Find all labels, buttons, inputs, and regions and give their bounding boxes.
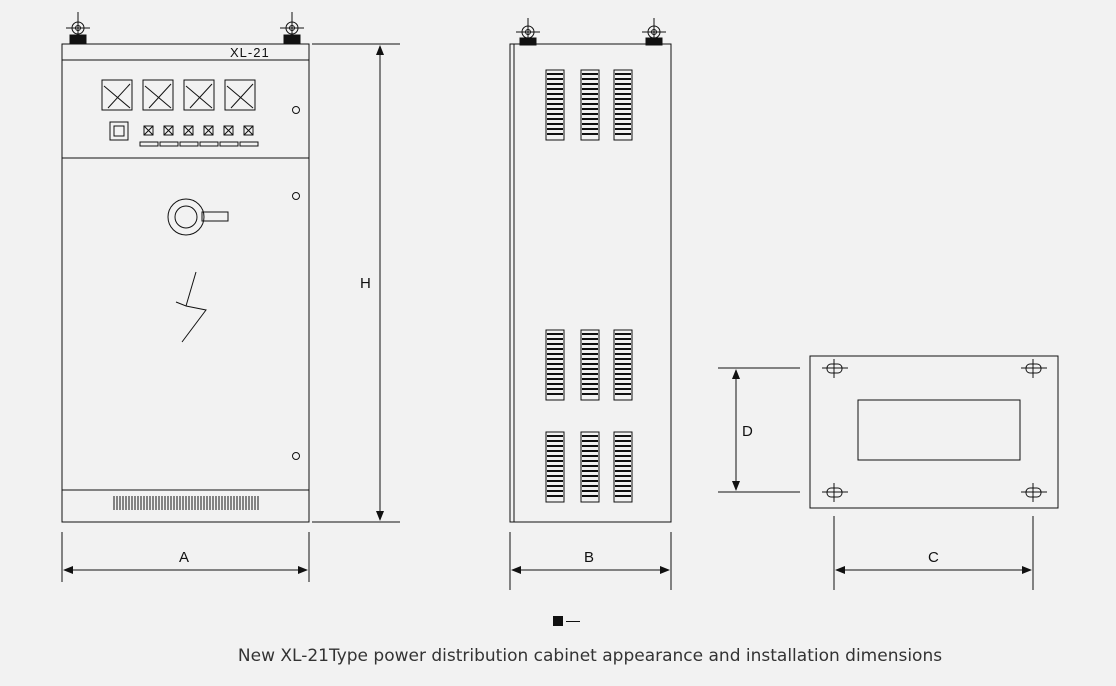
lifting-eye-left xyxy=(66,12,90,44)
lifting-eye-right xyxy=(280,12,304,44)
plan-view xyxy=(718,355,1059,590)
plan-outline xyxy=(809,355,1059,509)
dimension-label-d: D xyxy=(742,423,753,440)
model-label: XL-21 xyxy=(230,45,270,60)
side-lifting-eye-right xyxy=(642,18,666,46)
main-switch-handle xyxy=(167,198,229,236)
dimension-label-h: H xyxy=(360,275,371,292)
side-louvers-middle xyxy=(545,329,633,401)
dimension-b xyxy=(509,532,672,590)
dimension-d xyxy=(718,367,800,493)
side-lifting-eye-left xyxy=(516,18,540,46)
side-cabinet-outline xyxy=(509,43,672,523)
mount-hole-tr xyxy=(1021,359,1047,378)
mount-hole-br xyxy=(1021,483,1047,502)
dimension-c xyxy=(833,516,1034,590)
side-view xyxy=(509,18,672,590)
front-view xyxy=(61,12,400,582)
bottom-vent xyxy=(113,496,259,510)
dimension-h xyxy=(312,43,400,523)
mount-hole-tl xyxy=(822,359,848,378)
figure-caption: New XL-21Type power distribution cabinet… xyxy=(237,646,943,666)
dimension-label-a: A xyxy=(179,549,189,566)
side-louvers-bottom xyxy=(545,431,633,503)
dimension-label-c: C xyxy=(928,549,939,566)
dimension-a xyxy=(61,532,310,582)
dimension-label-b: B xyxy=(584,549,594,566)
meter-row xyxy=(101,79,256,111)
cable-opening xyxy=(857,399,1021,461)
figure-marker-square xyxy=(553,616,563,626)
front-cabinet-outline xyxy=(61,43,310,523)
control-row xyxy=(109,121,259,147)
side-louvers-top xyxy=(545,69,633,141)
figure-marker-dash xyxy=(566,620,580,622)
mount-hole-bl xyxy=(822,483,848,502)
figure-marker xyxy=(553,616,580,626)
hazard-symbol xyxy=(175,271,207,343)
